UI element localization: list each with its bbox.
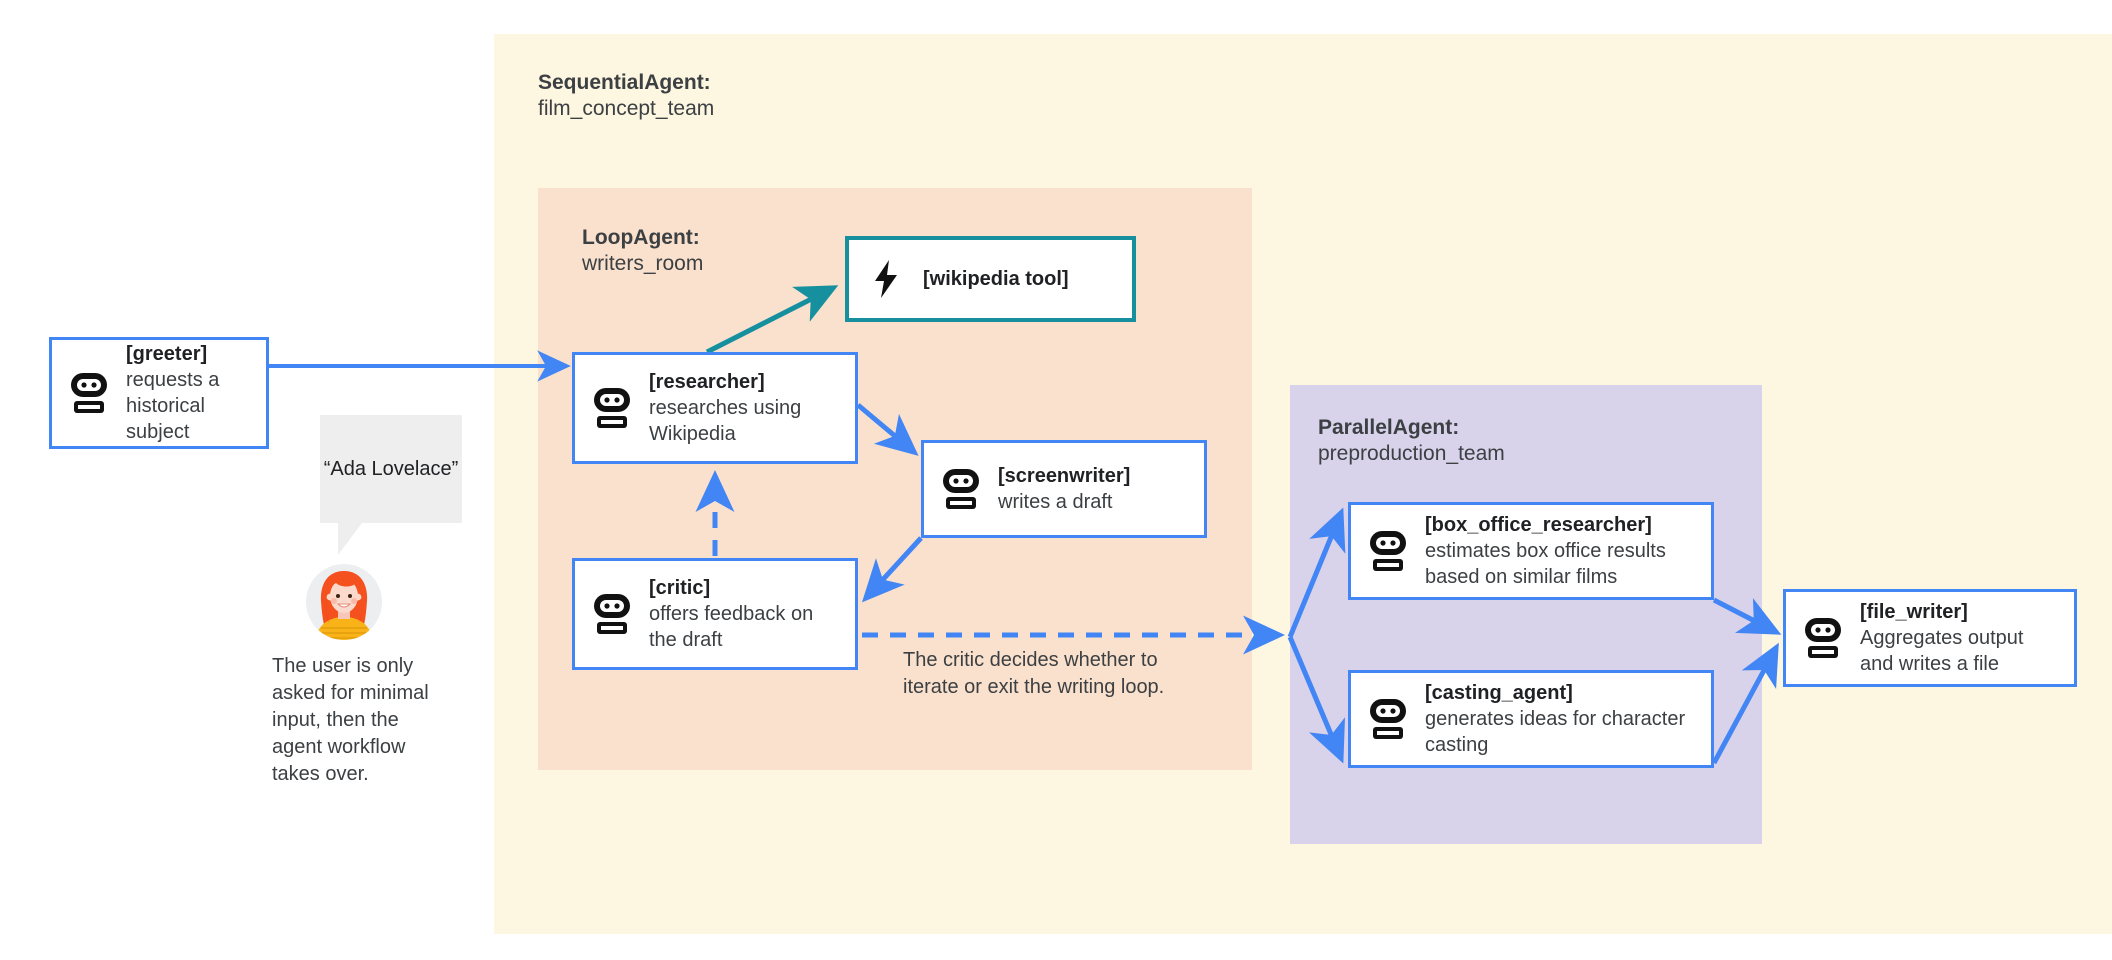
robot-icon — [66, 371, 112, 415]
sequential-agent-title: SequentialAgent: film_concept_team — [538, 70, 714, 122]
speech-bubble-tail — [338, 523, 362, 555]
user-caption: The user is only asked for minimal input… — [272, 655, 429, 785]
node-greeter[interactable]: [greeter] requests a historical subject — [49, 337, 269, 449]
node-wikipedia-tool-title: [wikipedia tool] — [923, 268, 1069, 290]
node-box-office-researcher-text: [box_office_researcher] estimates box of… — [1425, 512, 1697, 590]
node-researcher-desc: researches using Wikipedia — [649, 397, 802, 445]
node-file-writer-desc: Aggregates output and writes a file — [1860, 627, 2024, 675]
loop-agent-title: LoopAgent: writers_room — [582, 225, 703, 277]
parallel-agent-name: preproduction_team — [1318, 442, 1505, 465]
node-critic-text: [critic] offers feedback on the draft — [649, 575, 841, 653]
bolt-icon — [863, 259, 909, 299]
robot-icon — [1365, 697, 1411, 741]
node-screenwriter[interactable]: [screenwriter] writes a draft — [921, 440, 1207, 538]
node-file-writer-title: [file_writer] — [1860, 601, 1968, 623]
node-researcher-title: [researcher] — [649, 371, 765, 393]
node-box-office-researcher-title: [box_office_researcher] — [1425, 514, 1652, 536]
loop-agent-name: writers_room — [582, 252, 704, 275]
robot-icon — [938, 467, 984, 511]
loop-agent-type: LoopAgent: — [582, 226, 700, 249]
node-critic-desc: offers feedback on the draft — [649, 603, 814, 651]
critic-loop-caption: The critic decides whether to iterate or… — [903, 649, 1165, 698]
node-casting-agent-text: [casting_agent] generates ideas for char… — [1425, 680, 1697, 758]
node-critic-title: [critic] — [649, 577, 711, 599]
node-researcher[interactable]: [researcher] researches using Wikipedia — [572, 352, 858, 464]
node-box-office-researcher[interactable]: [box_office_researcher] estimates box of… — [1348, 502, 1714, 600]
robot-icon — [1800, 616, 1846, 660]
node-screenwriter-text: [screenwriter] writes a draft — [998, 463, 1130, 515]
parallel-agent-title: ParallelAgent: preproduction_team — [1318, 415, 1505, 467]
node-casting-agent-desc: generates ideas for character casting — [1425, 708, 1686, 756]
robot-icon — [589, 386, 635, 430]
node-greeter-text: [greeter] requests a historical subject — [126, 341, 252, 445]
node-critic[interactable]: [critic] offers feedback on the draft — [572, 558, 858, 670]
user-speech-bubble: “Ada Lovelace” — [320, 415, 462, 523]
node-screenwriter-desc: writes a draft — [998, 491, 1113, 513]
node-casting-agent-title: [casting_agent] — [1425, 682, 1573, 704]
sequential-agent-name: film_concept_team — [538, 97, 715, 120]
parallel-agent-type: ParallelAgent: — [1318, 416, 1460, 439]
node-box-office-researcher-desc: estimates box office results based on si… — [1425, 540, 1666, 588]
node-casting-agent[interactable]: [casting_agent] generates ideas for char… — [1348, 670, 1714, 768]
node-researcher-text: [researcher] researches using Wikipedia — [649, 369, 841, 447]
node-screenwriter-title: [screenwriter] — [998, 465, 1131, 487]
node-wikipedia-tool[interactable]: [wikipedia tool] — [845, 236, 1136, 322]
user-avatar — [305, 563, 383, 641]
user-speech-bubble-text: “Ada Lovelace” — [323, 457, 459, 480]
node-file-writer[interactable]: [file_writer] Aggregates output and writ… — [1783, 589, 2077, 687]
robot-icon — [589, 592, 635, 636]
sequential-agent-type: SequentialAgent: — [538, 71, 711, 94]
node-greeter-title: [greeter] — [126, 343, 208, 365]
robot-icon — [1365, 529, 1411, 573]
node-greeter-desc: requests a historical subject — [126, 369, 220, 443]
node-file-writer-text: [file_writer] Aggregates output and writ… — [1860, 599, 2060, 677]
